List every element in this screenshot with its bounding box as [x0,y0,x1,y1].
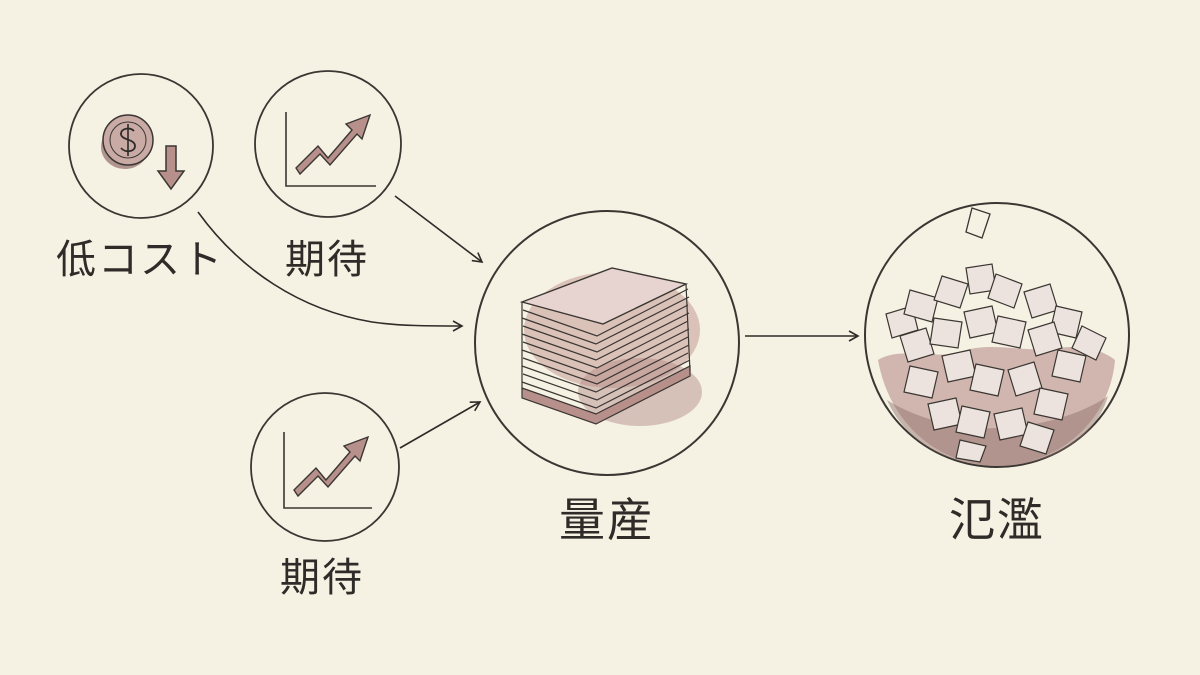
paper-stack-icon [519,267,702,426]
arrow-expectation-bottom-to-mass-production [399,401,482,449]
mass-production-node [474,210,740,476]
low-cost-circle [68,73,214,219]
low-cost-node [68,73,214,219]
expectation-bottom-circle [250,392,400,542]
mass-production-circle [474,210,740,476]
expectation-bottom-label: 期待 [280,555,364,601]
arrow-expectation-top-to-mass-production [394,195,484,263]
low-cost-label: 低コスト [56,237,224,283]
overflowing-papers-icon [878,207,1115,466]
rising-chart-icon [285,112,376,187]
rising-chart-icon [283,432,372,509]
arrow-low-cost-to-mass-production [197,211,464,332]
mass-production-label: 量産 [559,493,655,547]
flood-label: 氾濫 [949,493,1045,547]
flood-circle [864,202,1130,468]
down-arrow-icon [156,145,186,191]
expectation-bottom-node [250,392,400,542]
coin-down-arrow-icon [101,114,186,191]
expectation-top-node [254,70,402,218]
expectation-top-label: 期待 [285,237,369,283]
expectation-top-circle [254,70,402,218]
flood-node [864,202,1130,468]
